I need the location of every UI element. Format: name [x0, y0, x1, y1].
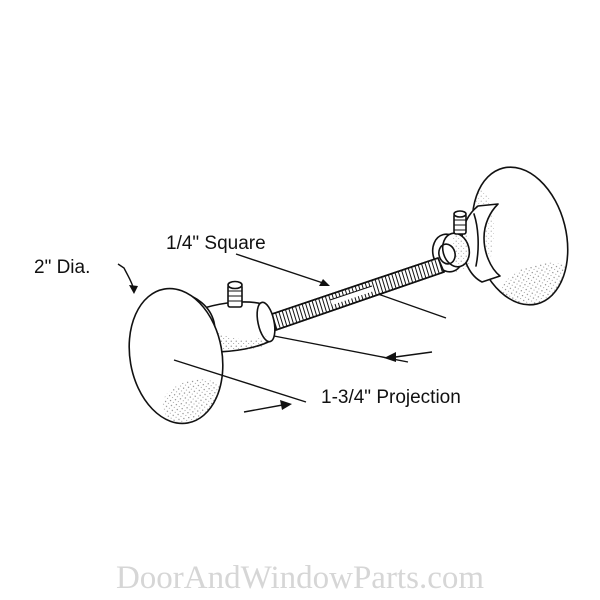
square-label: 1/4" Square [166, 233, 266, 254]
leader-lines [117, 253, 447, 413]
right-shank-collar [431, 232, 471, 273]
threaded-spindle [271, 257, 445, 331]
watermark: DoorAndWindowParts.com [116, 560, 484, 596]
door-knob-left [128, 287, 230, 425]
left-shank-collar [203, 301, 276, 353]
diameter-label: 2" Dia. [34, 257, 90, 278]
projection-label: 1-3/4" Projection [321, 387, 461, 408]
door-knob-right [461, 166, 580, 314]
set-screw-icon [227, 280, 243, 308]
set-screw-icon [453, 210, 467, 235]
